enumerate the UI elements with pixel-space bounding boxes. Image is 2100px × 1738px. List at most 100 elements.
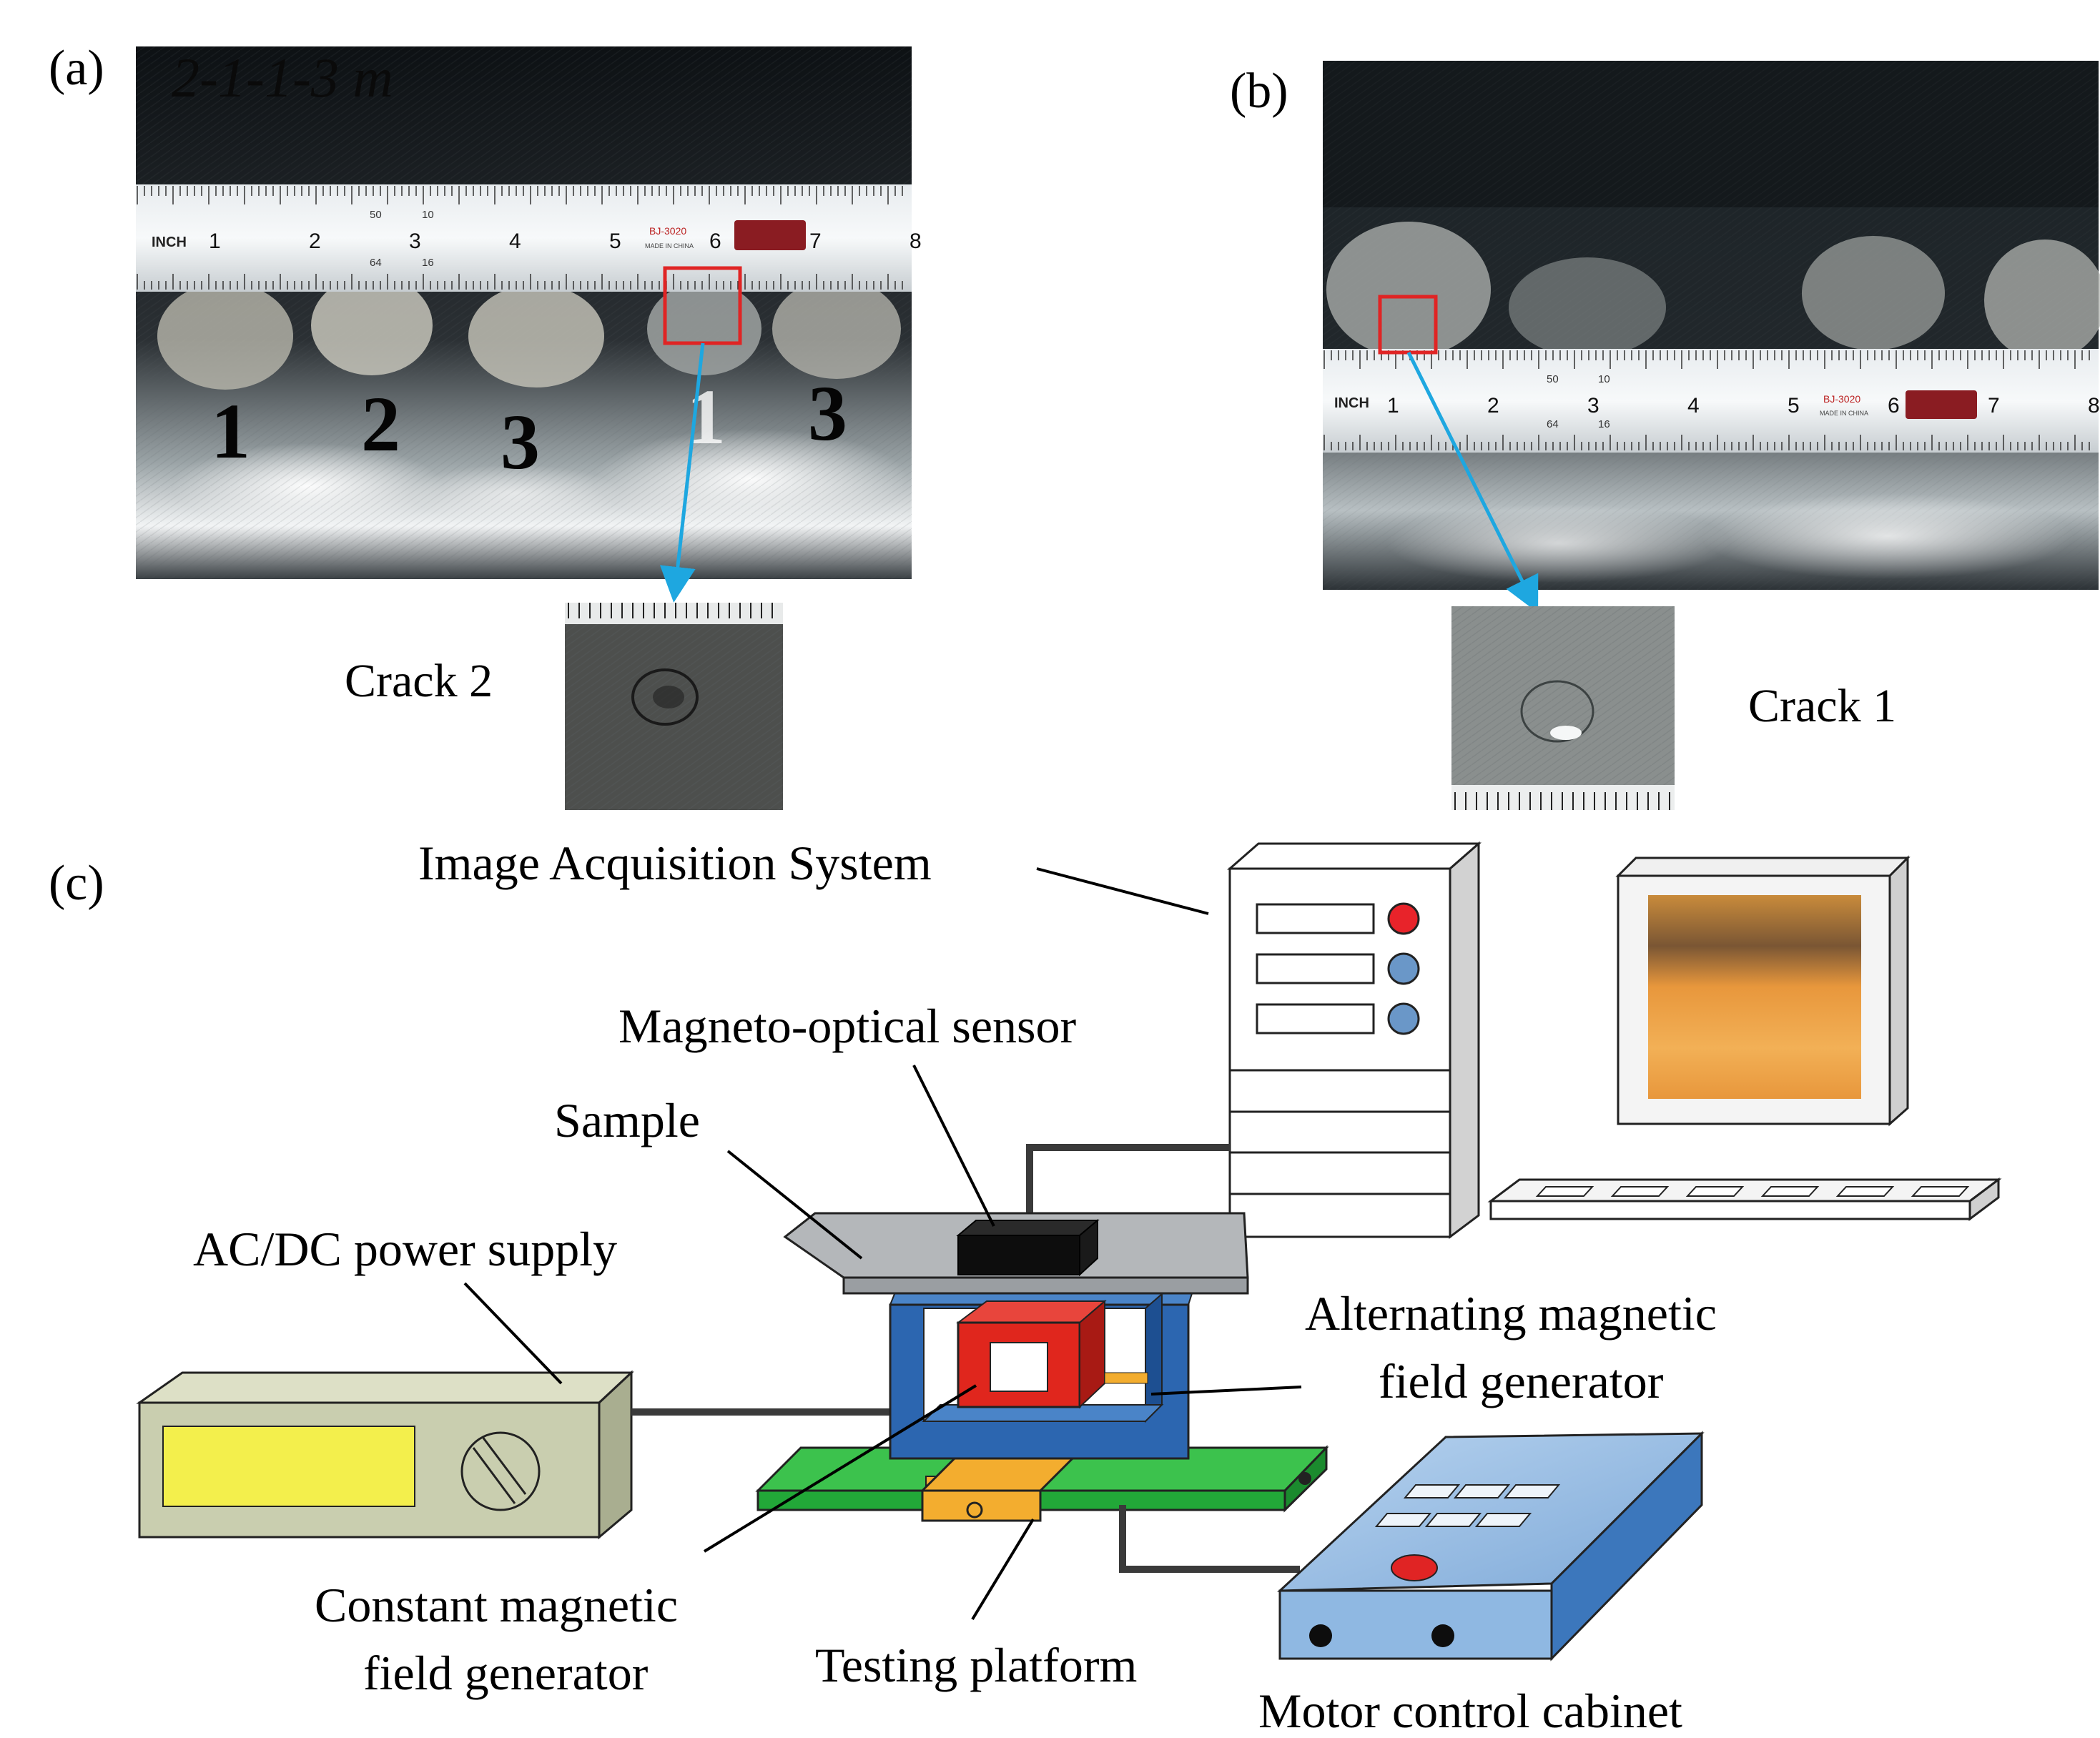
ruler-made-in: MADE IN CHINA [1820, 410, 1868, 417]
led-blue-icon [1387, 952, 1420, 985]
ruler-number: 7 [1988, 394, 2000, 418]
ruler-number: 2 [309, 229, 321, 253]
motor-cabinet-icon [1277, 1431, 1705, 1662]
sample-number: 2 [361, 380, 400, 468]
ruler-a: INCH 1 2 3 4 5 6 7 8 50 10 64 16 BJ-3020 MADE I… [136, 184, 922, 292]
power-supply-icon [136, 1370, 634, 1540]
ruler-number: 6 [709, 229, 721, 253]
ruler-number: 7 [809, 229, 822, 253]
label-power-supply: AC/DC power supply [193, 1222, 617, 1276]
keyboard-key [1685, 1186, 1745, 1197]
ruler-number: 6 [1888, 394, 1900, 418]
ruler-model: BJ-3020 [649, 225, 686, 237]
sample-number: 3 [808, 370, 847, 457]
panel-label-b: (b) [1230, 64, 1288, 119]
ruler-number: 3 [1587, 394, 1599, 418]
ruler-made-in: MADE IN CHINA [645, 242, 694, 250]
keyboard-key [1760, 1186, 1820, 1197]
monitor-icon [1615, 855, 1911, 1127]
crack-zoom-b [1451, 606, 1675, 810]
ruler-number: 5 [1788, 394, 1800, 418]
label-image-acquisition: Image Acquisition System [418, 836, 932, 890]
sample-photo-b [1323, 61, 2100, 590]
drive-bay [1256, 953, 1375, 984]
cable [1026, 1144, 1230, 1233]
cabinet-key [1424, 1513, 1482, 1527]
computer-tower-icon [1227, 841, 1482, 1239]
ruler-model: BJ-3020 [1823, 393, 1860, 405]
ruler-unit: INCH [1334, 395, 1369, 411]
crack-zoom-b-ticks [1454, 792, 1670, 810]
crack-caption-a: Crack 2 [345, 655, 493, 707]
ruler-b-ticks [1323, 350, 2090, 450]
ruler-scale: 64 [370, 257, 382, 269]
cable [1119, 1505, 1300, 1573]
label-constant-1: Constant magnetic [315, 1578, 678, 1632]
zoom-arrow-a [659, 342, 705, 603]
keyboard-icon [1487, 1177, 2002, 1221]
ruler-unit: INCH [152, 234, 187, 250]
sample-plate [783, 1212, 1249, 1295]
keyboard-key [1835, 1186, 1895, 1197]
magneto-optical-sensor [956, 1218, 1100, 1277]
leader-lines [463, 867, 1302, 1621]
crack-zoom-a-ticks [568, 603, 773, 618]
keyboard-key [1610, 1186, 1670, 1197]
ruler-scale: 64 [1547, 418, 1559, 430]
motor-button [1391, 1554, 1438, 1581]
cabinet-key [1503, 1484, 1561, 1498]
constant-field-generator [956, 1299, 1148, 1409]
keyboard-key [1535, 1186, 1594, 1197]
panel-c: (c) [49, 836, 2002, 1738]
keyboard-key [1911, 1186, 1970, 1197]
crack-zoom-a [565, 603, 783, 810]
panel-label-c: (c) [49, 856, 104, 911]
ruler-number: 8 [2088, 394, 2100, 418]
ruler-brand-badge [1906, 390, 1977, 419]
ruler-brand-badge [734, 220, 806, 250]
label-alternating-1: Alternating magnetic [1305, 1286, 1717, 1340]
ruler-scale: 10 [422, 209, 434, 221]
ruler-a-numbers: 1 2 3 4 5 6 7 8 [209, 229, 922, 253]
crack-caption-b: Crack 1 [1748, 680, 1896, 732]
label-constant-2: field generator [363, 1646, 649, 1700]
cabinet-key [1374, 1513, 1432, 1527]
ruler-number: 2 [1487, 394, 1499, 418]
magneto-optical-image [1648, 895, 1861, 1099]
drive-bay [1256, 903, 1375, 934]
ruler-scale: 16 [422, 257, 434, 269]
handwritten-label-a: 2-1-1-3 m [172, 46, 393, 109]
sample-number: 1 [211, 387, 250, 475]
ruler-number: 5 [609, 229, 621, 253]
sample-number: 3 [501, 398, 540, 485]
led-red-icon [1387, 902, 1420, 935]
sample-photo-a: 2-1-1-3 m 1 2 3 1 3 [136, 46, 912, 579]
cabinet-key [1474, 1513, 1532, 1527]
label-mo-sensor: Magneto-optical sensor [618, 999, 1077, 1053]
ruler-number: 1 [1387, 394, 1399, 418]
ruler-number: 4 [509, 229, 521, 253]
label-testing-platform: Testing platform [815, 1638, 1137, 1692]
knob-icon [460, 1431, 541, 1511]
ruler-scale: 16 [1598, 418, 1610, 430]
drive-bay [1256, 1003, 1375, 1035]
label-motor-cabinet: Motor control cabinet [1258, 1684, 1682, 1738]
label-alternating-2: field generator [1379, 1354, 1664, 1408]
power-supply-screen [162, 1426, 415, 1507]
ruler-scale: 50 [370, 209, 382, 221]
led-blue-icon [1387, 1002, 1420, 1035]
cabinet-key [1453, 1484, 1511, 1498]
panel-a: (a) 2-1-1-3 m 1 2 3 1 3 INCH [49, 41, 922, 810]
ruler-number: 8 [909, 229, 922, 253]
crack-box-b [1378, 295, 1438, 355]
ruler-a-ticks [137, 186, 903, 290]
label-sample: Sample [554, 1093, 700, 1147]
ruler-scale: 50 [1547, 373, 1559, 385]
cabinet-key [1403, 1484, 1461, 1498]
ruler-number: 3 [409, 229, 421, 253]
ruler-number: 1 [209, 229, 221, 253]
